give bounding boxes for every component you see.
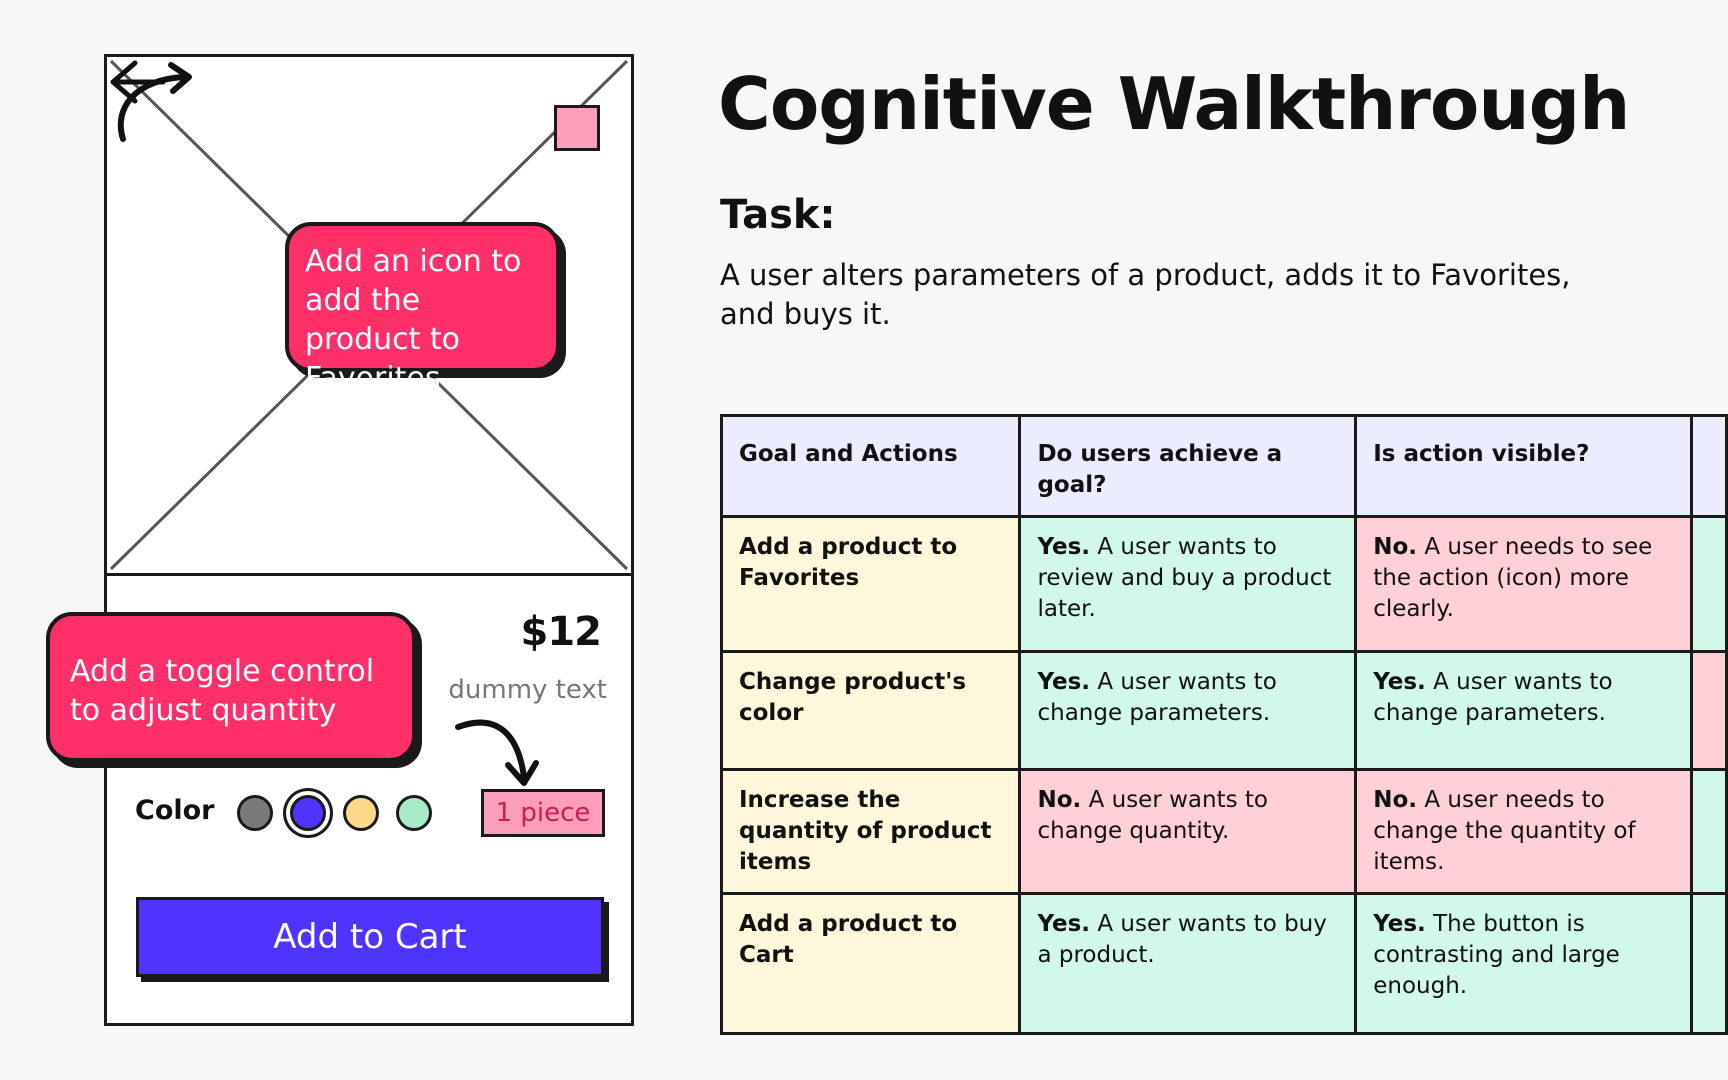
page-title: Cognitive Walkthrough — [718, 62, 1630, 146]
color-swatch-yellow[interactable] — [343, 795, 379, 831]
table-header-cutoff — [1689, 414, 1728, 518]
cutoff-cell — [1689, 515, 1728, 653]
favorite-icon-placeholder[interactable] — [554, 105, 600, 151]
table-row: Change product's color Yes. A user wants… — [719, 650, 1728, 771]
verdict: Yes. — [1373, 911, 1426, 937]
table-row: Add a product to Favorites Yes. A user w… — [719, 515, 1728, 653]
goal-cell: Add a product to Cart — [719, 892, 1022, 1035]
note-quantity: Add a toggle control to adjust quantity — [46, 612, 416, 762]
verdict: Yes. — [1037, 534, 1091, 560]
cell-text: A user wants to change parameters. — [1037, 669, 1277, 726]
annotation-arrow-icon — [117, 62, 192, 142]
color-swatch-blue[interactable] — [290, 795, 326, 831]
verdict: Yes. — [1037, 911, 1091, 937]
achieve-cell: Yes. A user wants to buy a product. — [1018, 892, 1358, 1035]
visible-cell: No. A user needs to see the action (icon… — [1354, 515, 1693, 653]
visible-cell: Yes. A user wants to change parameters. — [1354, 650, 1693, 771]
verdict: No. — [1373, 787, 1418, 813]
product-wireframe: $12 dummy text Color 1 piece Add to Cart — [104, 54, 634, 1026]
annotation-arrow-icon — [455, 719, 539, 786]
quantity-field[interactable]: 1 piece — [481, 789, 605, 837]
color-swatch-green[interactable] — [396, 795, 432, 831]
cutoff-cell — [1689, 892, 1728, 1035]
achieve-cell: Yes. A user wants to review and buy a pr… — [1018, 515, 1358, 653]
table-header-row: Goal and Actions Do users achieve a goal… — [719, 414, 1728, 518]
cell-text: A user wants to review and buy a product… — [1037, 534, 1332, 622]
verdict: Yes. — [1373, 669, 1426, 695]
cell-text: A user wants to change parameters. — [1373, 669, 1613, 726]
table-header: Is action visible? — [1354, 414, 1693, 518]
table-header: Do users achieve a goal? — [1018, 414, 1358, 518]
table-header: Goal and Actions — [719, 414, 1022, 518]
color-label: Color — [135, 795, 215, 826]
add-to-cart-button[interactable]: Add to Cart — [136, 897, 604, 977]
cell-text: The button is contrasting and large enou… — [1373, 911, 1620, 999]
visible-cell: No. A user needs to change the quantity … — [1354, 768, 1693, 895]
cutoff-cell — [1689, 650, 1728, 771]
task-description: A user alters parameters of a product, a… — [720, 258, 1571, 331]
verdict: Yes. — [1037, 669, 1091, 695]
visible-cell: Yes. The button is contrasting and large… — [1354, 892, 1693, 1035]
cell-text: A user needs to change the quantity of i… — [1373, 787, 1636, 875]
cell-text: A user needs to see the action (icon) mo… — [1373, 534, 1653, 622]
goal-cell: Change product's color — [719, 650, 1022, 771]
achieve-cell: No. A user wants to change quantity. — [1018, 768, 1358, 895]
table-row: Add a product to Cart Yes. A user wants … — [719, 892, 1728, 1035]
cell-text: A user wants to buy a product. — [1037, 911, 1327, 968]
achieve-cell: Yes. A user wants to change parameters. — [1018, 650, 1358, 771]
verdict: No. — [1037, 787, 1082, 813]
task-heading: Task: — [720, 192, 836, 238]
note-favorites: Add an icon to add the product to Favori… — [285, 222, 560, 396]
goal-cell: Add a product to Favorites — [719, 515, 1022, 653]
cell-text: A user wants to change quantity. — [1037, 787, 1268, 844]
table-row: Increase the quantity of product items N… — [719, 768, 1728, 895]
walkthrough-table: Goal and Actions Do users achieve a goal… — [719, 414, 1728, 1035]
product-price: $12 — [520, 609, 602, 655]
cutoff-cell — [1689, 768, 1728, 895]
product-description: dummy text — [448, 675, 607, 705]
goal-cell: Increase the quantity of product items — [719, 768, 1022, 895]
color-swatch-gray[interactable] — [237, 795, 273, 831]
verdict: No. — [1373, 534, 1418, 560]
